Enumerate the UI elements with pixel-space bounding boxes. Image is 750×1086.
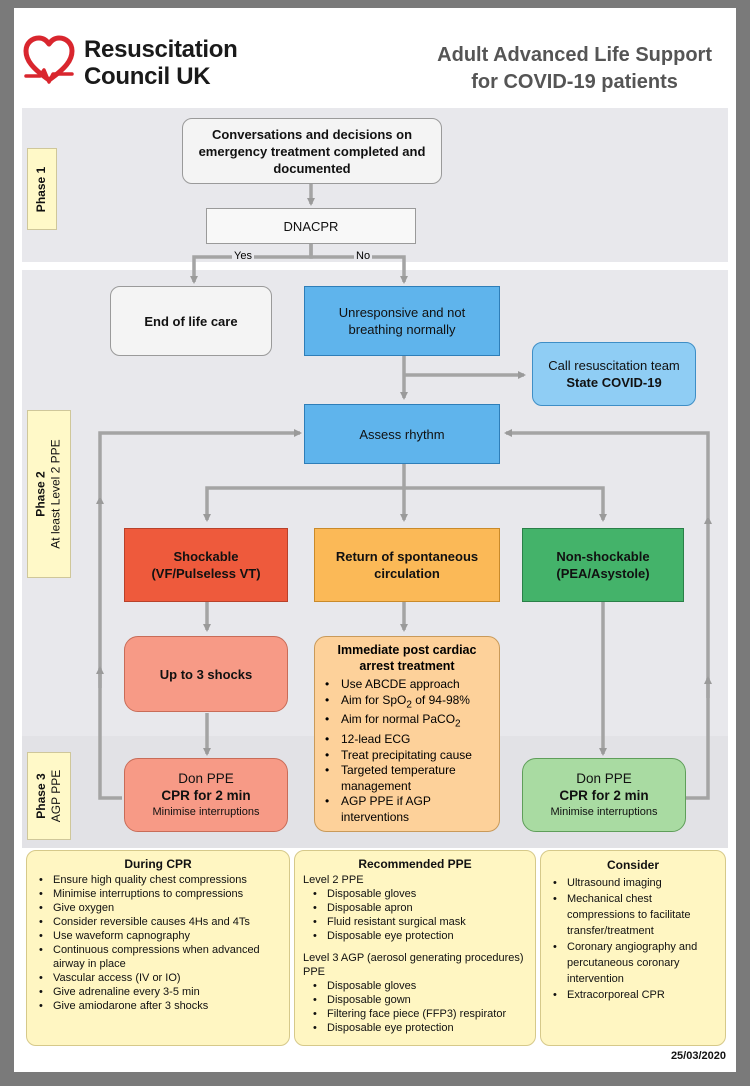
rosc-line1: Return of spontaneous (335, 549, 479, 564)
don-ppe-right-box: Don PPE CPR for 2 min Minimise interrupt… (522, 758, 686, 832)
list-item: Vascular access (IV or IO) (35, 971, 281, 985)
rosc-line2: circulation (374, 566, 440, 581)
post-arrest-box: Immediate post cardiac arrest treatment … (314, 636, 500, 832)
logo-text-line1: Resuscitation (84, 36, 238, 63)
shockable-line1: Shockable (173, 549, 239, 564)
list-item: Disposable eye protection (309, 1021, 527, 1035)
phase1-tab: Phase 1 (27, 148, 57, 230)
list-item: Minimise interruptions to compressions (35, 887, 281, 901)
page-title-line1: Adult Advanced Life Support (437, 44, 712, 66)
post-arrest-title: Immediate post cardiac arrest treatment (337, 643, 477, 673)
don-ppe-right-line1: Don PPE (576, 770, 632, 786)
heart-pulse-icon (23, 35, 75, 84)
unresponsive-text: Unresponsive and not breathing normally (338, 305, 466, 337)
page-title: Adult Advanced Life Support for COVID-19… (437, 42, 712, 96)
don-ppe-left-line2: CPR for 2 min (161, 787, 251, 803)
list-item: Use waveform capnography (35, 929, 281, 943)
page-title-line2: for COVID-19 patients (471, 71, 678, 93)
shockable-box: Shockable (VF/Pulseless VT) (124, 528, 288, 602)
recommended-ppe-box: Recommended PPE Level 2 PPE Disposable g… (294, 850, 536, 1046)
shockable-line2: (VF/Pulseless VT) (151, 566, 261, 581)
assess-rhythm-text: Assess rhythm (359, 426, 445, 442)
conversations-text: Conversations and decisions on emergency… (198, 126, 426, 176)
list-item: Disposable gloves (309, 979, 527, 993)
page: Resuscitation Council UK Adult Advanced … (14, 8, 736, 1072)
list-item: Consider reversible causes 4Hs and 4Ts (35, 915, 281, 929)
list-item: Disposable apron (309, 901, 527, 915)
conversations-box: Conversations and decisions on emergency… (182, 118, 442, 184)
phase3-tab: Phase 3 AGP PPE (27, 752, 71, 840)
list-item: AGP PPE if AGP interventions (321, 794, 493, 825)
list-item: Filtering face piece (FFP3) respirator (309, 1007, 527, 1021)
during-cpr-box: During CPR Ensure high quality chest com… (26, 850, 290, 1046)
non-shockable-line1: Non-shockable (556, 549, 650, 564)
post-arrest-list: Use ABCDE approach Aim for SpO2 of 94-98… (321, 677, 493, 825)
consider-list: Ultrasound imaging Mechanical chest comp… (549, 875, 717, 1003)
list-item: Coronary angiography and percutaneous co… (549, 939, 717, 987)
phase2-tab: Phase 2 At least Level 2 PPE (27, 410, 71, 578)
assess-rhythm-box: Assess rhythm (304, 404, 500, 464)
end-of-life-box: End of life care (110, 286, 272, 356)
logo-text-line2: Council UK (84, 63, 211, 90)
level2-heading: Level 2 PPE (303, 874, 364, 886)
non-shockable-line2: (PEA/Asystole) (556, 566, 650, 581)
rosc-box: Return of spontaneous circulation (314, 528, 500, 602)
list-item: Ultrasound imaging (549, 875, 717, 891)
don-ppe-left-line1: Don PPE (178, 770, 234, 786)
list-item: Extracorporeal CPR (549, 987, 717, 1003)
list-item: Disposable gown (309, 993, 527, 1007)
yes-label: Yes (232, 250, 254, 262)
consider-title: Consider (606, 858, 659, 872)
during-cpr-list: Ensure high quality chest compressions M… (35, 873, 281, 1013)
recommended-ppe-title: Recommended PPE (358, 857, 472, 871)
list-item: Continuous compressions when advanced ai… (35, 943, 281, 971)
unresponsive-box: Unresponsive and not breathing normally (304, 286, 500, 356)
no-label: No (354, 250, 373, 262)
list-item: Fluid resistant surgical mask (309, 915, 527, 929)
list-item: Ensure high quality chest compressions (35, 873, 281, 887)
list-item: Use ABCDE approach (321, 677, 493, 693)
list-item: Aim for SpO2 of 94-98% (321, 693, 493, 713)
list-item: 12-lead ECG (321, 732, 493, 748)
level2-list: Disposable gloves Disposable apron Fluid… (303, 887, 527, 943)
list-item: Give oxygen (35, 901, 281, 915)
dnacpr-box: DNACPR (206, 208, 416, 244)
call-team-line1: Call resuscitation team (548, 358, 680, 373)
call-team-box: Call resuscitation team State COVID-19 (532, 342, 696, 406)
dnacpr-text: DNACPR (283, 218, 339, 234)
don-ppe-right-line2: CPR for 2 min (559, 787, 649, 803)
list-item: Treat precipitating cause (321, 748, 493, 764)
level3-heading: Level 3 AGP (aerosol generating procedur… (303, 952, 524, 978)
level3-list: Disposable gloves Disposable gown Filter… (303, 979, 527, 1035)
list-item: Disposable eye protection (309, 929, 527, 943)
flow-arrows (96, 184, 712, 800)
during-cpr-title: During CPR (124, 857, 192, 871)
list-item: Give amiodarone after 3 shocks (35, 999, 281, 1013)
don-ppe-left-line3: Minimise interruptions (152, 805, 260, 818)
end-of-life-text: End of life care (144, 313, 238, 329)
call-team-line2: State COVID-19 (566, 375, 662, 390)
list-item: Disposable gloves (309, 887, 527, 901)
shocks-text: Up to 3 shocks (159, 666, 253, 682)
list-item: Targeted temperature management (321, 763, 493, 794)
non-shockable-box: Non-shockable (PEA/Asystole) (522, 528, 684, 602)
list-item: Aim for normal PaCO2 (321, 712, 493, 732)
footer-date: 25/03/2020 (670, 1050, 726, 1062)
consider-box: Consider Ultrasound imaging Mechanical c… (540, 850, 726, 1046)
don-ppe-right-line3: Minimise interruptions (550, 805, 658, 818)
list-item: Mechanical chest compressions to facilit… (549, 891, 717, 939)
list-item: Give adrenaline every 3-5 min (35, 985, 281, 999)
don-ppe-left-box: Don PPE CPR for 2 min Minimise interrupt… (124, 758, 288, 832)
logo: Resuscitation Council UK (22, 34, 282, 94)
shocks-box: Up to 3 shocks (124, 636, 288, 712)
